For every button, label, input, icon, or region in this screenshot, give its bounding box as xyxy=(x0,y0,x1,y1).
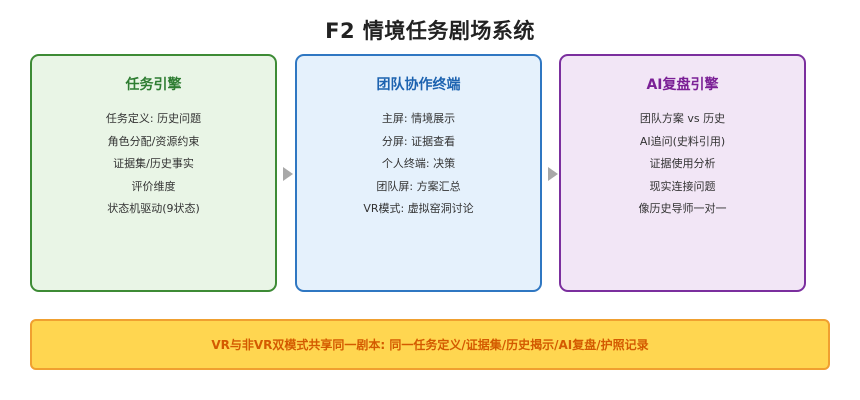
team-terminal-item: VR模式: 虚拟窑洞讨论 xyxy=(363,202,474,215)
ai-review-item: 现实连接问题 xyxy=(649,179,716,193)
team-terminal-item: 团队屏: 方案汇总 xyxy=(376,179,461,193)
team-terminal-box: 团队协作终端 主屏: 情境展示 分屏: 证据查看 个人终端: 决策 团队屏: 方… xyxy=(295,54,542,292)
flow-arrow-right xyxy=(283,167,293,181)
team-terminal-item: 分屏: 证据查看 xyxy=(381,134,456,148)
ai-review-item: AI追问(史料引用) xyxy=(639,134,726,148)
ai-review-item: 证据使用分析 xyxy=(649,157,716,170)
team-terminal-title: 团队协作终端 xyxy=(376,77,461,93)
team-terminal-items: 主屏: 情境展示 分屏: 证据查看 个人终端: 决策 团队屏: 方案汇总 VR模… xyxy=(297,108,540,221)
task-engine-item: 状态机驱动(9状态) xyxy=(107,202,200,215)
flow-arrow-right xyxy=(548,167,558,181)
task-engine-item: 证据集/历史事实 xyxy=(113,157,194,170)
task-engine-item: 任务定义: 历史问题 xyxy=(105,112,202,125)
ai-review-item: 像历史导师一对一 xyxy=(638,202,727,215)
ai-review-box: AI复盘引擎 团队方案 vs 历史 AI追问(史料引用) 证据使用分析 现实连接… xyxy=(559,54,806,292)
ai-review-title: AI复盘引擎 xyxy=(646,77,719,93)
task-engine-box: 任务引擎 任务定义: 历史问题 角色分配/资源约束 证据集/历史事实 评价维度 … xyxy=(30,54,277,292)
ai-review-items: 团队方案 vs 历史 AI追问(史料引用) 证据使用分析 现实连接问题 像历史导… xyxy=(561,108,804,221)
diagram-title: F2 情境任务剧场系统 xyxy=(325,19,535,43)
team-terminal-item: 主屏: 情境展示 xyxy=(381,112,456,125)
task-engine-item: 角色分配/资源约束 xyxy=(107,134,200,148)
task-engine-item: 评价维度 xyxy=(131,179,176,193)
ai-review-item: 团队方案 vs 历史 xyxy=(639,112,726,125)
task-engine-title: 任务引擎 xyxy=(125,77,182,93)
task-engine-items: 任务定义: 历史问题 角色分配/资源约束 证据集/历史事实 评价维度 状态机驱动… xyxy=(32,108,275,221)
shared-script-banner: VR与非VR双模式共享同一剧本: 同一任务定义/证据集/历史揭示/AI复盘/护照… xyxy=(30,319,830,370)
team-terminal-item: 个人终端: 决策 xyxy=(381,157,456,170)
